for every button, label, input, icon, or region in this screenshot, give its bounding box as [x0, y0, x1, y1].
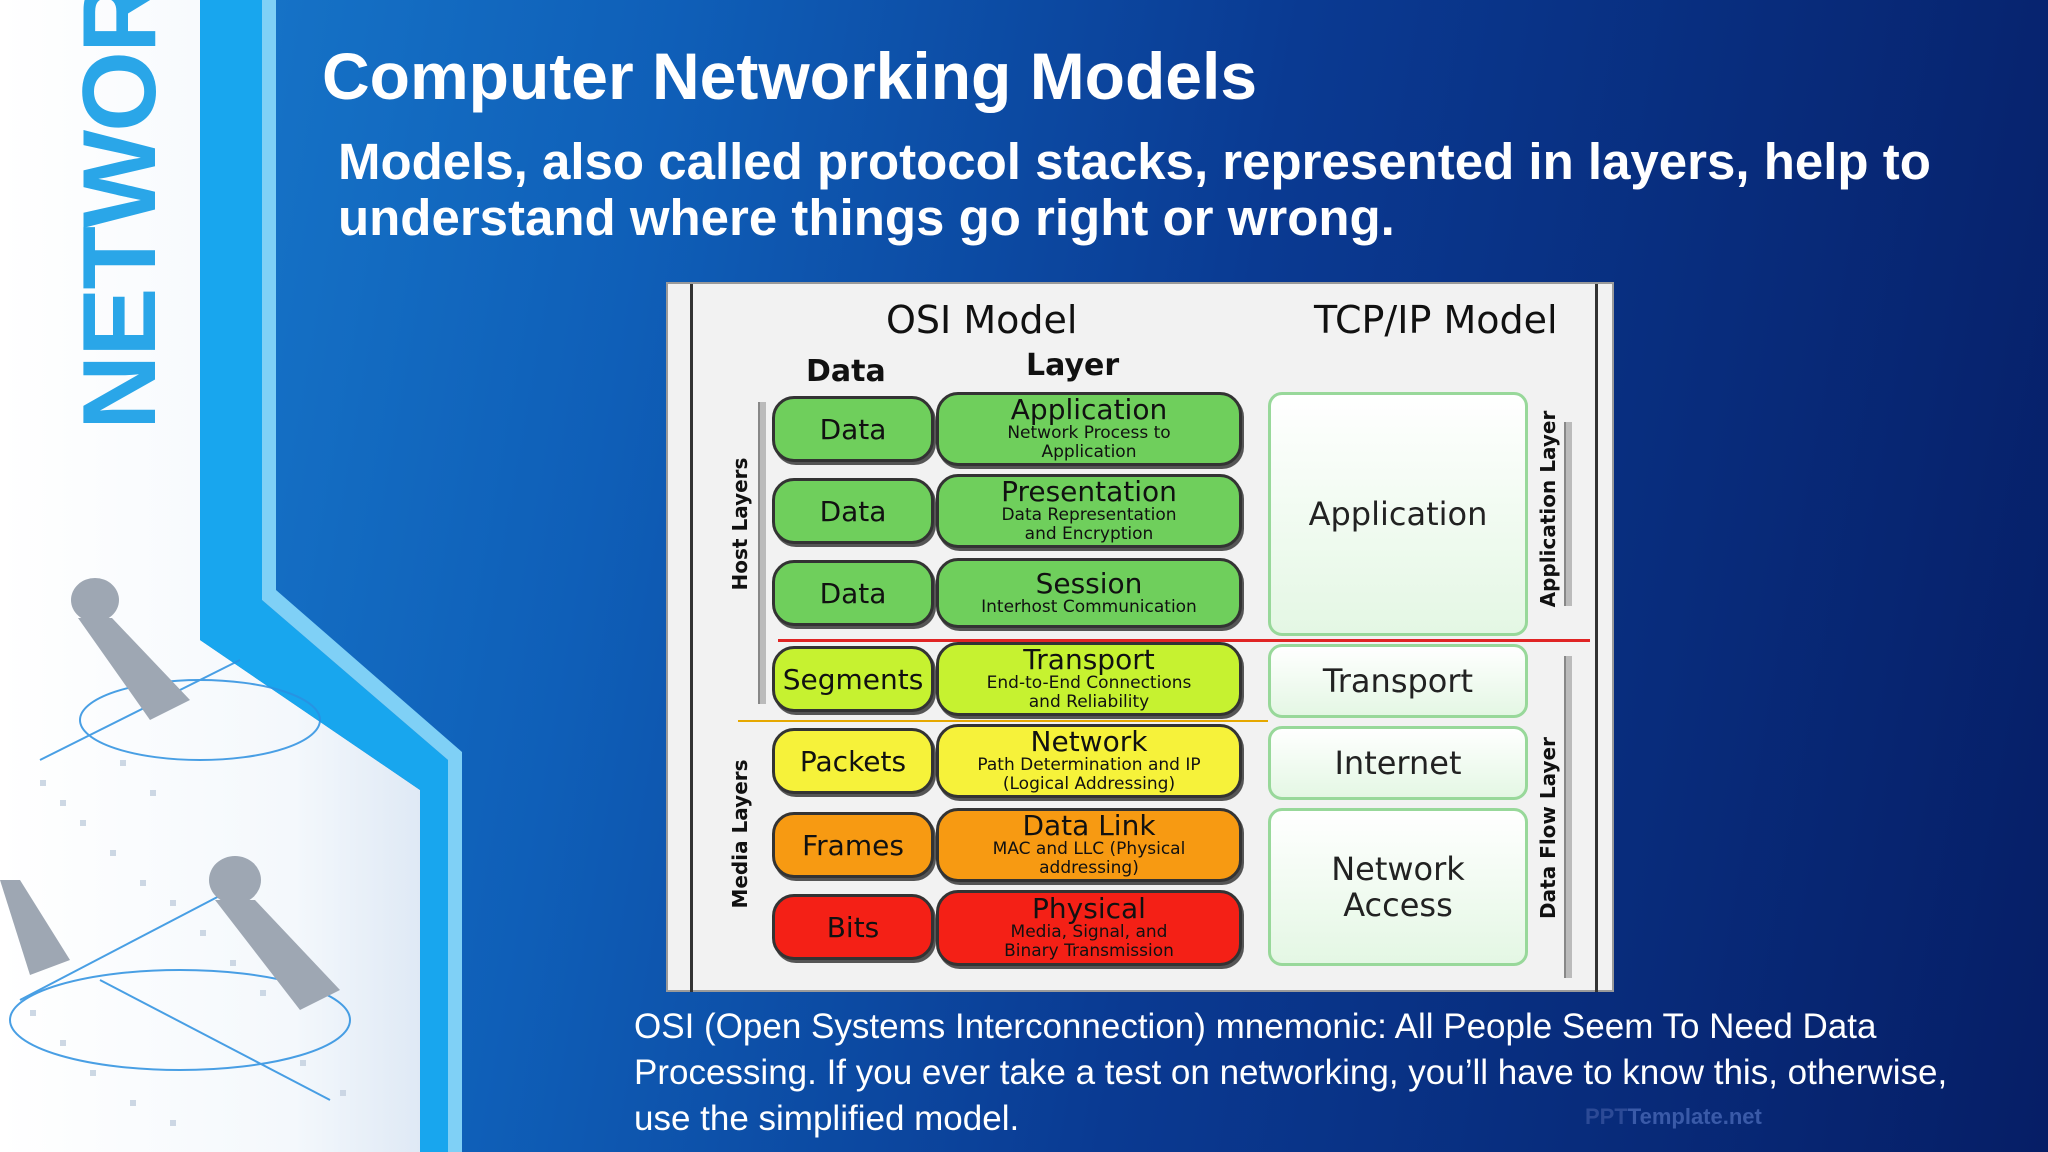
osi-data-cell: Data — [772, 560, 934, 626]
tcpip-layer-internet: Internet — [1268, 726, 1528, 800]
host-layers-label: Host Layers — [728, 457, 752, 591]
host-layers-bracket — [758, 402, 766, 704]
osi-tcpip-diagram: OSI Model TCP/IP Model Data Layer Host L… — [666, 282, 1614, 992]
application-layer-label: Application Layer — [1536, 410, 1560, 608]
tcpip-layer-network-access: Network Access — [1268, 808, 1528, 966]
data-flow-layer-label: Data Flow Layer — [1536, 737, 1560, 919]
slide-title: Computer Networking Models — [322, 39, 1258, 113]
application-layer-bracket — [1564, 422, 1572, 606]
tcpip-layer-transport: Transport — [1268, 644, 1528, 718]
data-column-header: Data — [806, 354, 886, 389]
osi-data-cell: Segments — [772, 646, 934, 712]
data-flow-layer-bracket — [1564, 656, 1572, 978]
slide-subtitle: Models, also called protocol stacks, rep… — [338, 133, 1931, 246]
osi-model-title: OSI Model — [886, 298, 1078, 342]
diagram-frame — [690, 284, 1598, 992]
network-decoration — [0, 0, 462, 1152]
osi-data-cell: Bits — [772, 894, 934, 960]
osi-mnemonic-footnote: OSI (Open Systems Interconnection) mnemo… — [634, 1007, 1948, 1138]
osi-data-cell: Packets — [772, 728, 934, 794]
media-layers-label: Media Layers — [728, 759, 752, 909]
tcpip-layer-application: Application — [1268, 392, 1528, 636]
layer-column-header: Layer — [1026, 348, 1120, 383]
osi-data-cell: Frames — [772, 812, 934, 878]
tcpip-model-title: TCP/IP Model — [1314, 298, 1558, 342]
red-separator-line — [778, 639, 1590, 642]
watermark: PPTTemplate.net — [1585, 1104, 1762, 1129]
network-side-word: NETWORK — [62, 0, 178, 430]
osi-data-cell: Data — [772, 478, 934, 544]
osi-data-cell: Data — [772, 396, 934, 462]
yellow-separator-line — [738, 720, 1268, 722]
